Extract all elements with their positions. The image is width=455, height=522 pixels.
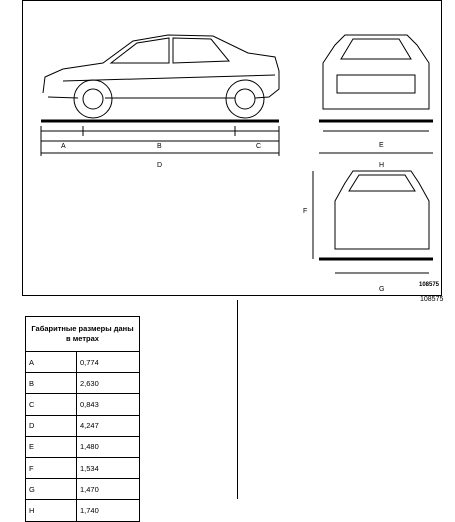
front-view-car [319,34,433,154]
dimension-letter: B [25,372,77,395]
figure-reference-number: 108575 [420,296,444,303]
label-a: A [61,143,66,150]
rear-view-car [312,170,433,274]
dimension-letter: D [25,414,77,437]
dimension-letter: G [25,478,77,501]
dimension-value: 4,247 [76,414,140,437]
label-e: E [379,142,384,149]
label-h: H [379,162,384,169]
dimension-value: 1,534 [76,456,140,480]
label-b: B [157,143,162,150]
label-f: F [303,208,307,215]
label-c: C [256,143,261,150]
vehicle-dimensions-figure: A B C D E H F G 108575 [22,0,442,296]
side-dimension-lines [40,126,280,156]
table-header: Габаритные размеры даны в метрах [25,316,140,352]
dimension-value: 0,843 [76,393,140,416]
label-g: G [379,286,384,293]
dimension-value: 2,630 [76,372,140,395]
vehicle-drawings: A B C D E H F G [40,34,433,293]
column-divider [237,300,238,499]
dimension-value: 1,480 [76,435,140,458]
dimension-letter: E [25,435,77,458]
side-view-car [41,34,280,123]
dimension-letter: A [25,350,77,374]
dimension-value: 0,774 [76,350,140,374]
dimension-letter: F [25,456,77,480]
dimension-letter: C [25,393,77,416]
dimension-letter: H [25,499,77,522]
label-d: D [157,162,162,169]
figure-reference-inner: 108575 [419,282,440,288]
dimension-value: 1,470 [76,478,140,501]
dimension-value: 1,740 [76,499,140,522]
